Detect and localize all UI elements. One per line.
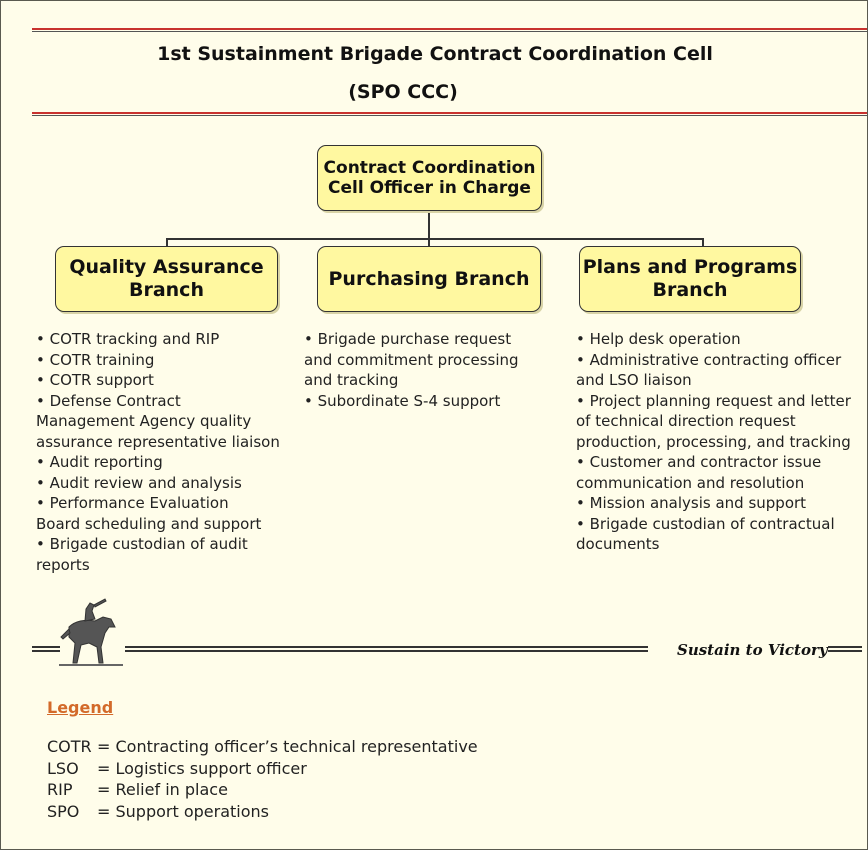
qa-duty-line: • COTR training [36, 350, 155, 369]
plans-duty-line: • Project planning request and letter [576, 391, 851, 410]
purchasing-branch-box: Purchasing Branch [317, 246, 541, 312]
qa-duty-line: Management Agency quality [36, 412, 252, 430]
legend-definition: = Relief in place [97, 780, 228, 799]
qa-duty-line: • COTR tracking and RIP [36, 330, 220, 348]
plans-duty-line: • Brigade custodian of contractual [576, 514, 835, 533]
qa-duty-line: • Performance Evaluation [36, 494, 229, 512]
qa-duty-line: Board scheduling and support [36, 514, 262, 533]
plans-duty-line: • Administrative contracting officer [576, 350, 842, 369]
plans-duty-line: of technical direction request [576, 412, 796, 430]
qa-duty-line: • Audit reporting [36, 453, 163, 471]
legend-entry: COTR = Contracting officer’s technical re… [47, 736, 478, 758]
legend-title: Legend [47, 698, 114, 717]
purchasing-duty-line: and tracking [304, 371, 399, 389]
footer-rule-left [32, 646, 60, 652]
legend-abbr: LSO [47, 758, 79, 778]
horse-rider-emblem-icon [59, 598, 123, 666]
legend-abbr: COTR [47, 737, 92, 756]
qa-box-line1: Quality Assurance [69, 256, 264, 279]
plans-duty-line: • Help desk operation [576, 330, 741, 348]
connector-horizontal [166, 238, 703, 240]
connector-qa [166, 238, 168, 248]
legend-definition: = Logistics support officer [97, 758, 307, 778]
legend-abbr: SPO [47, 801, 80, 821]
legend-entry: SPO = Support operations [47, 801, 478, 823]
plans-duties-list: • Help desk operation • Administrative co… [576, 329, 851, 555]
legend-entry: LSO = Logistics support officer [47, 758, 478, 780]
qa-duty-line: reports [36, 555, 90, 574]
plans-duty-line: production, processing, and tracking [576, 432, 851, 451]
qa-duty-line: • Defense Contract [36, 391, 181, 410]
legend-list: COTR = Contracting officer’s technical re… [47, 736, 478, 822]
qa-duty-line: • Brigade custodian of audit [36, 535, 248, 553]
qa-duty-line: • COTR support [36, 371, 154, 389]
connector-top [428, 211, 430, 239]
legend-definition: = Contracting officer’s technical repres… [97, 737, 478, 756]
purchasing-duty-line: • Brigade purchase request [304, 330, 512, 348]
connector-purchasing [428, 238, 430, 248]
purchasing-duty-line: • Subordinate S-4 support [304, 391, 501, 410]
qa-duties-list: • COTR tracking and RIP • COTR training • … [36, 329, 280, 575]
officer-box-line1: Contract Coordination [323, 157, 536, 178]
plans-box-line1: Plans and Programs [582, 256, 798, 279]
top-rule [32, 28, 867, 33]
qa-duty-line: assurance representative liaison [36, 432, 280, 451]
plans-duty-line: • Customer and contractor issue [576, 453, 822, 471]
motto: Sustain to Victory [677, 641, 828, 659]
footer-rule-middle [125, 646, 648, 652]
legend-definition: = Support operations [97, 801, 269, 821]
page-subtitle: (SPO CCC) [348, 81, 458, 103]
purchasing-box-label: Purchasing Branch [328, 267, 530, 290]
qa-box-line2: Branch [128, 279, 204, 301]
plans-box-line2: Branch [652, 279, 728, 301]
officer-box-line2: Cell Officer in Charge [328, 178, 531, 198]
plans-duty-line: • Mission analysis and support [576, 494, 807, 512]
purchasing-duties-list: • Brigade purchase request and commitment… [304, 329, 519, 411]
plans-duty-line: communication and resolution [576, 473, 805, 492]
plans-duty-line: documents [576, 535, 660, 553]
page-title: 1st Sustainment Brigade Contract Coordin… [157, 43, 713, 65]
qa-duty-line: • Audit review and analysis [36, 473, 242, 492]
plans-duty-line: and LSO liaison [576, 371, 692, 389]
mid-rule [32, 112, 867, 117]
purchasing-duty-line: and commitment processing [304, 350, 519, 369]
connector-plans [702, 238, 704, 248]
footer-rule-right [828, 646, 862, 652]
legend-entry: RIP = Relief in place [47, 779, 478, 801]
legend-abbr: RIP [47, 780, 73, 799]
